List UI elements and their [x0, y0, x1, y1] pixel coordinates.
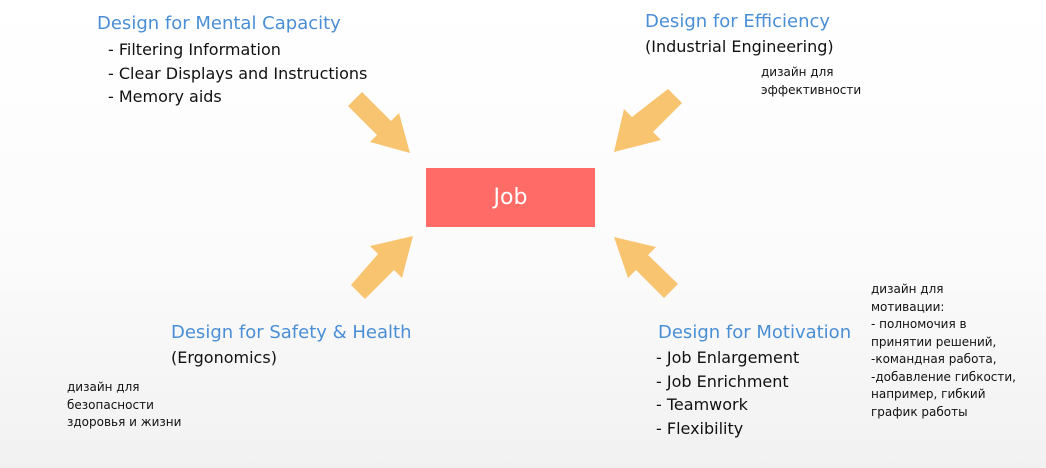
- note-line: -командная работа,: [871, 352, 997, 366]
- note-line: дизайн для: [871, 282, 944, 296]
- note-line: - полномочия в: [871, 317, 967, 331]
- arrow-bottom-left-icon: [351, 236, 413, 299]
- efficiency-subtitle: (Industrial Engineering): [645, 37, 834, 56]
- list-item: - Teamwork: [656, 395, 748, 414]
- list-item: - Clear Displays and Instructions: [108, 63, 368, 83]
- safety-health-subtitle: (Ergonomics): [171, 348, 277, 367]
- job-label: Job: [493, 185, 528, 210]
- arrow-top-left-icon: [348, 92, 410, 153]
- motivation-note: дизайн для мотивации: - полномочия в при…: [871, 281, 1016, 421]
- safety-health-title: Design for Safety & Health: [171, 322, 412, 343]
- mental-capacity-list: - Filtering Information - Clear Displays…: [108, 38, 367, 109]
- note-line: безопасности: [67, 397, 154, 412]
- list-item: - Flexibility: [656, 418, 744, 438]
- note-line: -добавление гибкости,: [871, 369, 1016, 384]
- note-line: эффективности: [761, 82, 862, 97]
- list-item: - Filtering Information: [108, 40, 281, 59]
- motivation-list: - Job Enlargement - Job Enrichment - Tea…: [656, 346, 799, 440]
- list-item: - Job Enlargement: [656, 348, 800, 367]
- note-line: мотивации:: [871, 299, 945, 314]
- note-line: дизайн для: [67, 380, 140, 394]
- note-line: здоровья и жизни: [67, 415, 182, 429]
- efficiency-note: дизайн для эффективности: [761, 64, 861, 99]
- list-item: - Job Enrichment: [656, 371, 789, 391]
- efficiency-title: Design for Efficiency: [645, 11, 831, 32]
- note-line: график работы: [871, 404, 968, 419]
- arrow-top-right-icon: [614, 89, 682, 152]
- list-item: - Memory aids: [108, 87, 222, 106]
- note-line: например, гибкий: [871, 387, 986, 401]
- note-line: принятии решений,: [871, 334, 997, 349]
- motivation-title: Design for Motivation: [658, 322, 852, 343]
- arrow-bottom-right-icon: [614, 237, 678, 298]
- note-line: дизайн для: [761, 65, 834, 79]
- job-box: Job: [426, 168, 595, 227]
- mental-capacity-title: Design for Mental Capacity: [97, 13, 341, 34]
- safety-note: дизайн для безопасности здоровья и жизни: [67, 379, 181, 432]
